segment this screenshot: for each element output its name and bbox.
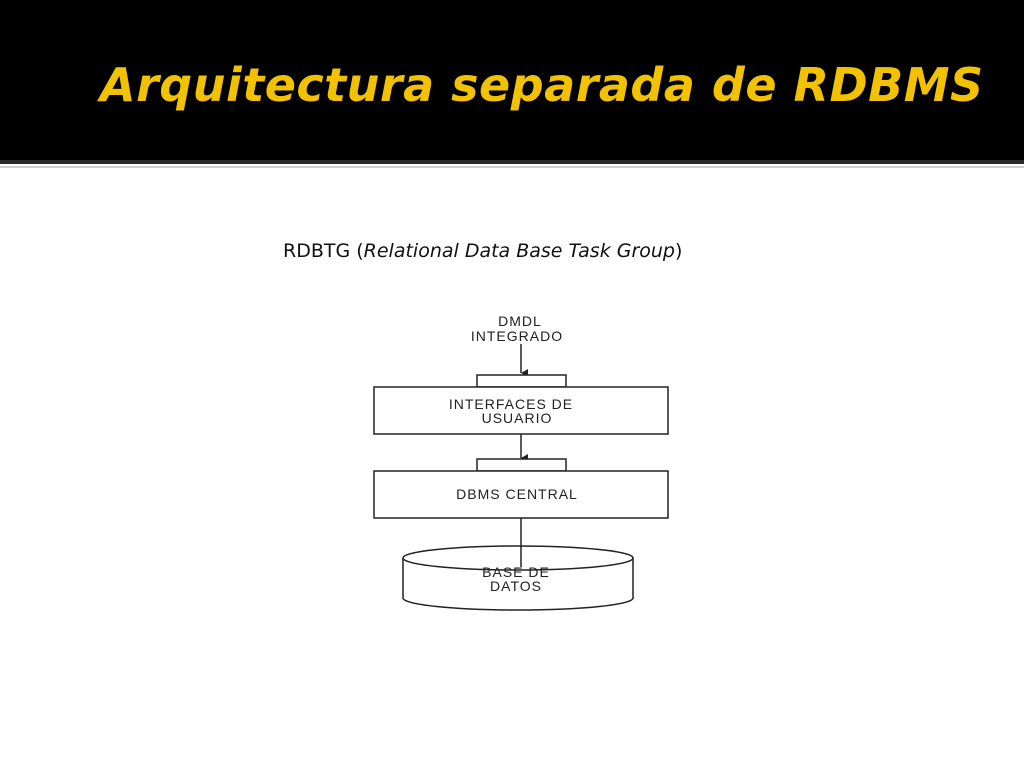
dmdl-label-line1: DMDL <box>498 313 542 329</box>
database-cylinder-top <box>402 545 634 571</box>
interfaces-label-line2: USUARIO <box>482 410 553 426</box>
dmdl-label-line2: INTEGRADO <box>471 328 563 344</box>
interfaces-port <box>476 374 567 388</box>
database-cylinder-body <box>402 558 634 611</box>
dbms-box <box>373 470 669 519</box>
title-divider-light <box>0 166 1024 168</box>
subtitle-italic: Relational Data Base Task Group <box>363 240 675 262</box>
dbms-label: DBMS CENTRAL <box>456 486 578 502</box>
subtitle-suffix: ) <box>675 240 683 262</box>
title-bar <box>0 0 1024 160</box>
interfaces-label-line1: INTERFACES DE <box>449 396 573 412</box>
database-label-line1: BASE DE <box>482 564 550 580</box>
interfaces-box <box>373 386 669 435</box>
database-cylinder <box>402 545 634 611</box>
title-divider <box>0 160 1024 164</box>
dbms-port <box>476 458 567 472</box>
subtitle-prefix: RDBTG ( <box>283 240 364 262</box>
database-label-line2: DATOS <box>490 578 542 594</box>
slide-title: Arquitectura separada de RDBMS <box>100 58 984 112</box>
slide-subtitle: RDBTG (Relational Data Base Task Group) <box>283 240 682 262</box>
